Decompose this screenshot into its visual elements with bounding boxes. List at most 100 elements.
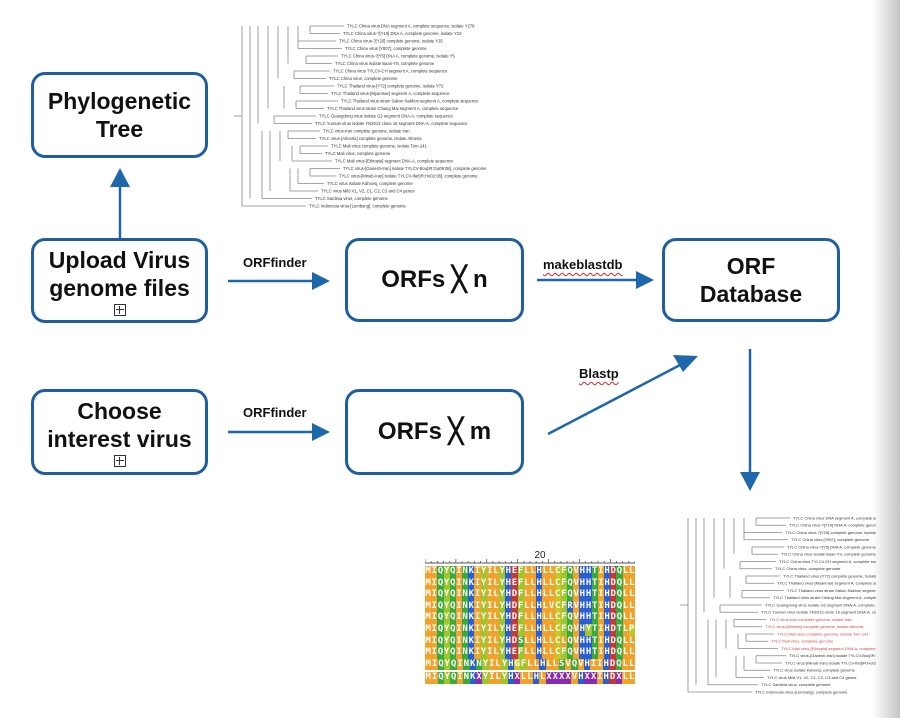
- residue-cell: L: [542, 612, 549, 624]
- residue-cell: D: [609, 658, 616, 671]
- residue-cell: N: [462, 623, 469, 636]
- residue-cell: Q: [616, 612, 623, 624]
- residue-cell: I: [486, 647, 493, 659]
- consensus-cell: H: [603, 672, 610, 684]
- residue-cell: Q: [566, 647, 574, 659]
- consensus-cell: X: [583, 672, 591, 684]
- residue-cell: Q: [437, 600, 444, 613]
- residue-cell: N: [463, 658, 470, 671]
- consensus-cell: L: [520, 672, 527, 684]
- residue-cell: L: [628, 635, 635, 648]
- residue-cell: M: [425, 577, 432, 590]
- residue-cell: Y: [499, 577, 506, 590]
- residue-cell: L: [542, 600, 549, 613]
- tree-leaf-label: TYLC China virus-?[Y10] DNA A, complete …: [343, 31, 462, 36]
- residue-cell: L: [628, 647, 635, 659]
- residue-cell: K: [468, 623, 475, 636]
- tree-leaf-label: TYLC virus-[Minab-Iran] isolate TYLCV-If…: [785, 660, 876, 665]
- tree-leaf-label: TYLC virus-[Almeria] complete genome, is…: [319, 136, 422, 141]
- alignment-ruler: 20: [425, 550, 635, 564]
- residue-cell: L: [494, 658, 502, 671]
- residue-cell: I: [474, 635, 481, 648]
- residue-cell: I: [488, 658, 495, 671]
- box-line: genome files: [49, 274, 190, 301]
- residue-cell: Y: [443, 623, 450, 636]
- residue-cell: L: [492, 647, 500, 659]
- choose-virus-box[interactable]: Choose interest virus: [31, 389, 208, 475]
- ruler-label: 20: [534, 550, 546, 561]
- residue-cell: K: [468, 577, 475, 590]
- residue-cell: H: [579, 635, 586, 648]
- tree-leaf-label: TYLC Guangdong virus isolate G2 segment …: [319, 113, 454, 118]
- consensus-cell: X: [545, 672, 553, 684]
- tree-leaf-label: TYLC Indonesia virus-[Lembang], complete…: [309, 203, 407, 208]
- residue-cell: H: [583, 658, 591, 671]
- tree-leaf-label: TYLC China virus isolate Baan-Y9, comple…: [335, 61, 435, 66]
- expand-plus-icon[interactable]: [113, 303, 126, 316]
- tree-leaf-label: TYLC Sardinia virus, complete genome: [761, 682, 831, 687]
- consensus-cell: M: [425, 672, 432, 684]
- residue-cell: E: [511, 566, 518, 578]
- residue-cell: T: [591, 635, 598, 648]
- residue-cell: I: [597, 612, 604, 624]
- page-edge-shadow: [872, 0, 900, 718]
- residue-cell: L: [529, 612, 537, 624]
- consensus-cell: X: [475, 672, 483, 684]
- residue-cell: F: [560, 577, 567, 590]
- box-line: Tree: [95, 116, 144, 142]
- residue-cell: D: [610, 635, 617, 648]
- residue-cell: Q: [566, 623, 574, 636]
- arrowhead-down: [740, 472, 760, 491]
- residue-cell: E: [511, 577, 518, 590]
- residue-cell: I: [431, 612, 438, 624]
- residue-cell: Q: [449, 566, 456, 578]
- residue-cell: Q: [616, 600, 623, 613]
- residue-cell: V: [573, 635, 580, 648]
- residue-cell: L: [548, 566, 555, 578]
- residue-cell: S: [558, 658, 565, 671]
- residue-cell: H: [505, 612, 512, 624]
- residue-cell: L: [529, 647, 537, 659]
- consensus-cell: Q: [437, 672, 445, 684]
- residue-cell: Y: [443, 647, 450, 659]
- residue-cell: L: [628, 612, 635, 624]
- residue-cell: L: [529, 566, 537, 578]
- consensus-cell: Y: [444, 672, 451, 684]
- residue-cell: H: [536, 589, 543, 601]
- residue-cell: D: [610, 600, 617, 613]
- residue-cell: I: [597, 589, 604, 601]
- box-line: Database: [699, 281, 803, 307]
- residue-cell: N: [462, 577, 469, 590]
- residue-cell: V: [564, 658, 572, 671]
- tree-leaf-label: TYLC Thailand virus strain Sakon Nakhon …: [341, 98, 479, 103]
- tree-leaf-label: TYLC virus Mild V1, V2, C1, C2, C3 and C…: [767, 675, 856, 680]
- residue-cell: I: [597, 635, 604, 648]
- residue-cell: H: [603, 566, 611, 578]
- phylogenetic-tree-bottom: TYLC China virus DNA segment A, complete…: [676, 514, 900, 696]
- residue-cell: L: [523, 623, 530, 636]
- residue-cell: Y: [480, 566, 487, 578]
- residue-cell: Y: [499, 589, 506, 601]
- expand-plus-icon[interactable]: [113, 455, 126, 467]
- residue-cell: I: [474, 612, 481, 624]
- consensus-cell: I: [596, 672, 604, 684]
- residue-cell: L: [492, 566, 500, 578]
- residue-cell: I: [486, 600, 493, 613]
- residue-cell: L: [548, 623, 555, 636]
- residue-cell: H: [585, 589, 592, 601]
- residue-cell: L: [523, 600, 530, 613]
- upload-virus-box[interactable]: Upload Virus genome files: [31, 238, 208, 323]
- residue-cell: Q: [437, 658, 445, 671]
- residue-cell: Y: [480, 589, 487, 601]
- tree-leaf-label: TYLC Sardinia virus, complete genome: [315, 196, 389, 201]
- residue-cell: Y: [443, 589, 450, 601]
- residue-cell: L: [622, 612, 629, 624]
- residue-cell: Q: [566, 612, 574, 624]
- residue-cell: C: [554, 600, 561, 613]
- residue-cell: R: [566, 600, 574, 613]
- residue-cell: K: [468, 647, 475, 659]
- consensus-cell: L: [539, 672, 546, 684]
- residue-cell: H: [536, 612, 543, 624]
